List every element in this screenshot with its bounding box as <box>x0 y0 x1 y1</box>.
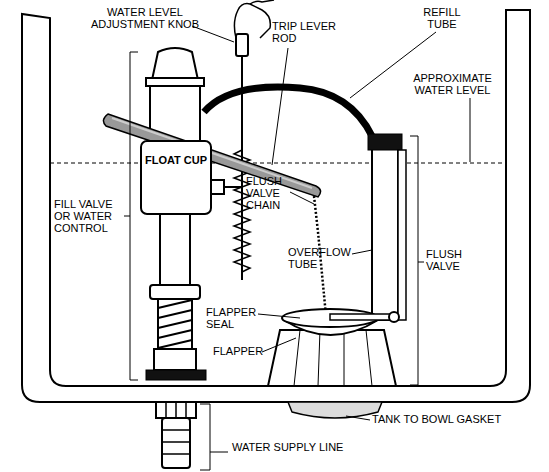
float-clip <box>210 180 224 194</box>
refill-tube <box>204 87 372 136</box>
part-label: FLUSH VALVE <box>426 248 476 272</box>
part-label: FLUSH VALVE CHAIN <box>246 175 290 211</box>
leader-line <box>470 98 471 162</box>
part-label: REFILL TUBE <box>412 6 472 30</box>
flush-valve-column <box>398 150 406 320</box>
fill-valve-band <box>146 78 204 86</box>
leader-line <box>258 314 300 318</box>
coupling-nut-ridges <box>166 402 186 418</box>
tank-to-bowl-gasket <box>288 402 382 418</box>
overflow-tube-cap <box>368 134 402 150</box>
threaded-shank <box>158 299 192 349</box>
part-label: WATER LEVEL ADJUSTMENT KNOB <box>85 6 205 30</box>
coupling-ridges <box>162 430 190 454</box>
fill-valve-bracket <box>124 52 138 380</box>
fill-valve-stem <box>160 214 190 286</box>
fill-valve-cap <box>152 48 198 80</box>
flapper-hinge <box>389 312 399 322</box>
fill-valve-collar <box>150 285 200 299</box>
part-label: TRIP LEVER ROD <box>272 20 347 44</box>
part-label: WATER SUPPLY LINE <box>232 441 382 453</box>
part-label: TANK TO BOWL GASKET <box>372 413 542 425</box>
part-label: APPROXIMATE WATER LEVEL <box>405 72 500 96</box>
leader-line <box>346 416 370 420</box>
leader-line <box>290 192 314 204</box>
tank-wall <box>22 10 530 402</box>
leader-line <box>352 250 372 254</box>
leader-line <box>262 338 296 352</box>
flush-valve-bracket <box>410 136 424 385</box>
shank-threads <box>158 300 192 348</box>
supply-coupling <box>162 418 190 468</box>
fill-valve-base <box>146 370 206 380</box>
adjustment-knob <box>236 34 248 56</box>
hand-finger <box>234 4 270 38</box>
part-label: OVERFLOW TUBE <box>288 246 354 270</box>
leader-line <box>272 48 288 165</box>
part-label: FLAPPER <box>213 345 273 357</box>
trip-lever-rod <box>103 114 320 197</box>
coupling-nut <box>156 402 196 418</box>
float-arm <box>224 186 242 188</box>
part-label: FLAPPER SEAL <box>206 306 264 330</box>
lock-nut <box>154 349 196 370</box>
flapper-arm <box>330 314 392 320</box>
part-label: FILL VALVE OR WATER CONTROL <box>54 198 122 234</box>
hand-thumb <box>250 0 274 4</box>
float-cup: FLOAT CUP <box>140 140 212 215</box>
supply-line-bracket <box>200 404 228 470</box>
part-label: FLOAT CUP <box>142 154 210 166</box>
flush-valve-seat <box>268 330 396 386</box>
water-level-line <box>50 163 506 164</box>
seat-ribs <box>294 330 372 386</box>
overflow-tube <box>372 148 398 320</box>
